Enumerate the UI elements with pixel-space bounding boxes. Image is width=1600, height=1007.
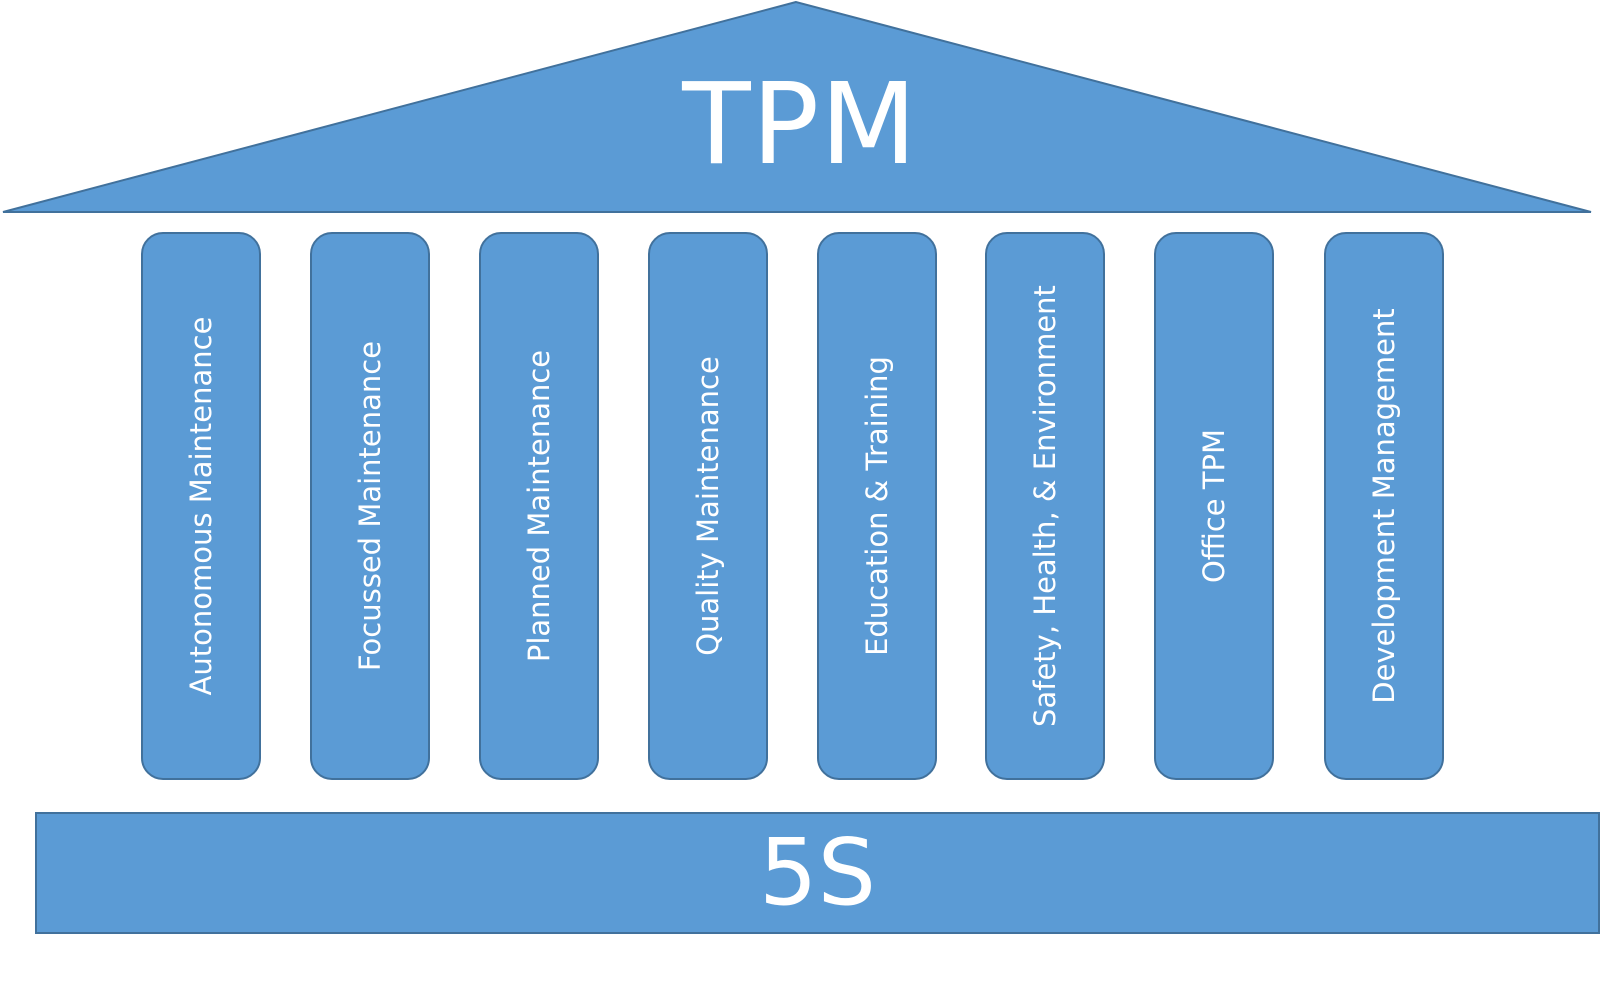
pillar-label: Safety, Health, & Environment [1028,285,1062,727]
roof-title: TPM [682,60,918,190]
pillar-label: Autonomous Maintenance [184,316,218,696]
roof-triangle [2,0,1592,213]
pillar-label: Planned Maintenance [522,349,556,663]
pillar-focussed-maintenance: Focussed Maintenance [310,232,430,780]
pillar-safety-health-environment: Safety, Health, & Environment [985,232,1105,780]
pillar-planned-maintenance: Planned Maintenance [479,232,599,780]
pillar-quality-maintenance: Quality Maintenance [648,232,768,780]
pillar-development-management: Development Management [1324,232,1444,780]
pillar-label: Focussed Maintenance [353,340,387,672]
pillar-label: Office TPM [1197,428,1231,584]
pillar-label: Development Management [1367,308,1401,704]
pillar-office-tpm: Office TPM [1154,232,1274,780]
pillar-autonomous-maintenance: Autonomous Maintenance [141,232,261,780]
foundation-label: 5S [759,819,876,926]
pillar-education-training: Education & Training [817,232,937,780]
pillar-label: Education & Training [860,356,894,656]
foundation-base: 5S [35,812,1600,934]
pillar-label: Quality Maintenance [691,356,725,656]
